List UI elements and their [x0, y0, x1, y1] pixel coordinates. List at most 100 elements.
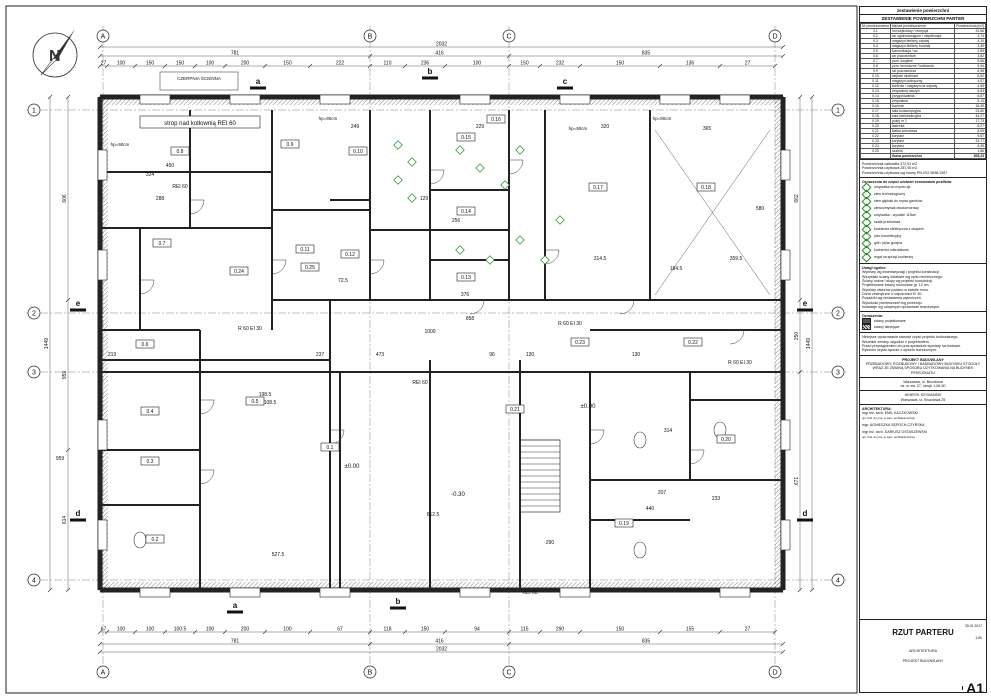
room-tag	[505, 404, 525, 414]
dimension-callout: 440	[646, 506, 655, 512]
dim-top-sub-tick	[717, 63, 723, 69]
equipment-legend: Oznaczenia do części użebrań serwowania …	[860, 176, 986, 263]
room-label: 0.8	[177, 149, 184, 155]
dim-bottom-sub-label: 67	[101, 627, 107, 633]
section-mark	[70, 308, 86, 312]
dimension-callout: 527.5	[272, 552, 285, 558]
notes-list: Wymiary wg inwentaryzacji i projektu kon…	[862, 270, 984, 309]
dim-bottom-total-label: 2032	[436, 647, 447, 653]
dim-top-sub-label: 232	[556, 61, 565, 67]
dimension-callout: 314	[664, 428, 673, 434]
dim-bottom-sub-tick	[104, 629, 110, 635]
walls	[97, 94, 791, 598]
svg-text:N: N	[49, 48, 61, 65]
grid-bubble	[831, 306, 845, 320]
dim-top-total-tick	[97, 44, 103, 50]
dim-left-seg-label: 959	[62, 371, 68, 380]
fixture-symbol-icon	[407, 193, 417, 203]
section-mark-label: c	[563, 77, 568, 86]
dimension-callout: 959	[56, 456, 65, 462]
room-label: 0.18	[701, 185, 711, 191]
dim-bottom-sub-tick	[367, 629, 373, 635]
room-label: 0.14	[461, 209, 471, 215]
dim-top-sub-label: 100	[206, 61, 215, 67]
dim-top-seg-label: 416	[435, 51, 444, 57]
section-mark-label: d	[803, 509, 808, 518]
room-tag	[170, 146, 190, 156]
section-mark	[422, 76, 438, 80]
rei-60-label: REI 60	[412, 380, 428, 386]
grid-bubble	[363, 665, 377, 679]
fixture-symbol-icon	[393, 140, 403, 150]
dim-top-seg-label: 835	[642, 51, 651, 57]
hatch-title: Oznaczenia:	[862, 314, 883, 319]
ceiling-note-box	[139, 115, 261, 129]
dim-bottom-sub-tick	[262, 629, 268, 635]
room-label: 0.20	[721, 437, 731, 443]
room-label: 0.23	[575, 340, 585, 346]
grid-bubble	[27, 306, 41, 320]
fixture-symbol-icon	[540, 255, 550, 265]
section-mark-label: b	[396, 597, 401, 606]
dim-right-total-tick	[809, 94, 815, 100]
grid-bubble	[831, 573, 845, 587]
room-tag	[145, 534, 165, 544]
room-label: 0.15	[461, 135, 471, 141]
fixture-symbol-icon	[393, 175, 403, 185]
room-tag	[245, 396, 265, 406]
room-tag	[320, 442, 340, 452]
dim-right-seg-tick	[797, 369, 803, 375]
grid-bubble	[768, 665, 782, 679]
section-mark	[390, 606, 406, 610]
room-label: 0.21	[510, 407, 520, 413]
dim-bottom-sub-tick	[577, 629, 583, 635]
phase: PROJEKT BUDOWLANY	[902, 659, 944, 664]
legend-item: zlew głęboki do mycia garnków	[861, 196, 984, 207]
fixture-symbol-icon	[515, 145, 525, 155]
grid-label-row: 3	[836, 369, 840, 376]
room-label: 0.1	[327, 445, 334, 451]
dim-top-total-label: 2032	[436, 42, 447, 48]
dim-bottom-sub-tick	[717, 629, 723, 635]
dim-bottom-sub-label: 27	[745, 627, 751, 633]
fixture-symbol-icon	[475, 163, 485, 173]
dim-bottom-sub-tick	[772, 629, 778, 635]
window	[97, 249, 108, 281]
door-swing	[329, 429, 345, 445]
grid-label-col: A	[101, 669, 106, 676]
dim-left-seg-label: 614	[62, 516, 68, 525]
dim-left-seg-tick	[65, 297, 71, 303]
grid-label-col: C	[506, 669, 511, 676]
note-line: Wymiary otworów podano w świetle muru.	[862, 287, 930, 292]
dim-bottom-sub-tick	[442, 629, 448, 635]
dim-right-total-tick	[809, 587, 815, 593]
notes-title: Uwagi ogólne:	[862, 266, 887, 271]
section-mark	[797, 518, 813, 522]
sum1-label: Powierzchnia całkowita	[862, 162, 900, 166]
dim-top-sub-tick	[442, 63, 448, 69]
grid-bubble	[502, 665, 516, 679]
sum3-value: PN-ISO 9836:1997	[916, 170, 948, 175]
section-mark-label: e	[803, 299, 808, 308]
dim-top-sub-label: 150	[176, 61, 185, 67]
dimension-callout: 229	[476, 124, 485, 130]
window	[459, 587, 491, 598]
area-summary: Powierzchnia całkowita 372,51 m2 Powierz…	[860, 159, 986, 177]
dimension-callout: 290	[546, 540, 555, 546]
grid-bubble	[768, 29, 782, 43]
rei-60-label: REI 60	[172, 184, 188, 190]
dim-top-sub-tick	[577, 63, 583, 69]
legend-item: umywalka do mycia rąk	[861, 182, 984, 193]
grid-label-row: 2	[32, 310, 36, 317]
dim-top-sub-tick	[97, 63, 103, 69]
dim-bottom-total-tick	[97, 649, 103, 655]
dim-top-sub-label: 136	[686, 61, 695, 67]
designer-2: mgr. AGNIESZKA SĘPOCH-CZYRSKA	[862, 422, 925, 427]
room-tag	[696, 182, 716, 192]
section-mark	[250, 86, 266, 90]
room-tag	[588, 182, 608, 192]
sum1-value: 372,51 m2	[900, 162, 918, 166]
ceiling-note: strop nad kotłownią REI 60	[164, 121, 236, 127]
